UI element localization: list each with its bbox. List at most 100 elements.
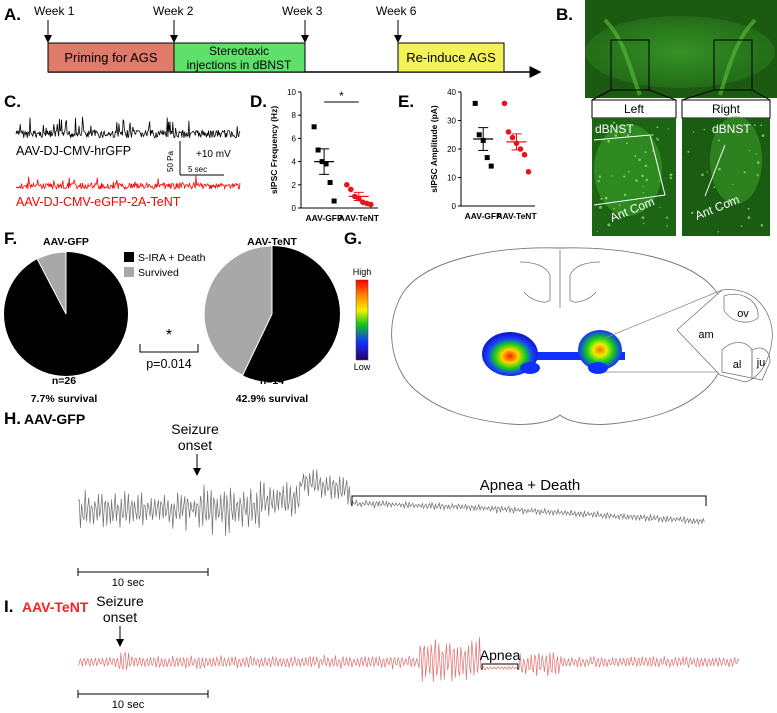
speckle [655,137,658,140]
speckle [666,225,668,227]
amplitude-point-tent [501,100,508,107]
significance-bracket [139,344,199,353]
speckle [613,207,615,210]
amplitude-point-gfp [472,100,478,106]
ventricle-left [519,261,551,303]
left-dbnst-label: dBNST [595,122,634,136]
frequency-point-tent [348,186,354,193]
speckle [740,225,743,228]
left-inset-box [610,39,650,91]
legend-label-death: S-IRA + Death [138,252,206,264]
gfp-pie [4,251,128,376]
tent-n-label: n=14 [260,375,284,387]
histology-overview-tract-left [603,18,642,96]
left-expression-area [594,124,662,216]
amplitude-y-tick-label: 30 [447,117,456,126]
frequency-x-label-tent: AAV-TeNT [339,213,380,223]
heat-spot-lower-left [520,362,540,374]
colorbar-low-label: Low [354,362,371,372]
speckle [612,121,616,125]
speckle [600,197,603,200]
ipsc-traces: AAV-DJ-CMV-hrGFP AAV-DJ-CMV-eGFP-2A-TeNT… [15,116,241,209]
i-seizure-label-2: onset [103,609,137,625]
region-al-label: al [733,359,742,371]
speckle [761,134,765,138]
speckle [718,139,721,142]
region-ju-label: ju [756,357,766,369]
panel-letter-h: H. [4,409,21,428]
left-inset-connector-2 [648,89,677,101]
amplitude-point-tent [517,146,524,152]
amplitude-y-axis-label: sIPSC Amplitude (pA) [429,105,439,193]
colorbar-high-label: High [353,267,372,277]
gfp-n-label: n=26 [52,375,76,387]
i-apnea-label: Apnea [480,647,521,663]
speckle [749,150,751,152]
heat-colorbar [355,279,369,361]
speckle [599,205,602,209]
panel-letter-d: D. [250,92,267,111]
phase-priming-label: Priming for AGS [64,50,158,65]
tent-survival-label: 42.9% survival [236,393,308,405]
amplitude-point-gfp [488,163,494,169]
gfp-respiration-trace [77,469,705,537]
right-histology-image [682,118,770,236]
legend-label-survived: Survived [138,267,179,279]
speckle [659,207,661,209]
tent-trace-label: AAV-DJ-CMV-eGFP-2A-TeNT [16,195,181,209]
right-image-label: Right [712,102,741,116]
speckle [760,124,763,127]
right-inset-connector-2 [751,89,771,101]
pie-p-value: p=0.014 [146,357,192,371]
left-inset-connector-1 [591,89,612,101]
speckle [732,183,734,185]
frequency-point-gfp [315,147,321,153]
phase-stereotaxic-box [173,42,306,73]
timeline: Priming for AGS Stereotaxic injections i… [34,4,542,78]
amplitude-point-gfp [476,132,482,138]
amplitude-y-tick-label: 20 [447,145,456,154]
left-dbnst-outline [593,134,666,206]
speckle [611,175,614,177]
histology-panel: Left Right dBNST dBNST Ant Com Ant Com [585,0,777,236]
speckle [760,224,764,227]
amplitude-point-tent [509,134,516,141]
speckle [687,150,690,153]
frequency-significance-star: * [339,89,344,103]
speckle [607,139,611,143]
frequency-y-tick-label: 10 [287,88,296,97]
panel-letter-c: C. [4,92,21,111]
week6-label: Week 6 [376,4,417,18]
speckle [669,176,673,180]
speckle [747,207,750,210]
amplitude-point-tent [505,129,512,135]
legend-swatch-survived [124,267,134,277]
speckle [634,155,637,157]
frequency-chart: sIPSC Frequency (Hz) * AAV-GFP AAV-TeNT … [269,88,380,223]
amplitude-y-tick-label: 40 [447,88,456,97]
speckle [623,193,627,197]
amplitude-x-label-gfp: AAV-GFP [465,211,502,221]
speckle [641,216,645,220]
speckle [644,151,647,154]
speckle [597,179,600,183]
speckle [671,173,673,176]
frequency-point-gfp [331,198,337,204]
bnst-schematic [676,289,773,383]
speckle [607,223,611,227]
scale-bar-x-label: 5 sec [188,165,207,174]
speckle [642,222,645,225]
speckle [720,207,723,209]
speckle [665,216,669,219]
speckle [638,158,641,161]
bnst-ov-outline [723,293,759,323]
h-seizure-label-1: Seizure [171,421,219,437]
amplitude-x-label-tent: AAV-TeNT [496,211,537,221]
speckle [604,196,608,200]
speckle [641,174,644,178]
speckle [717,231,720,233]
frequency-point-gfp [311,124,317,130]
amplitude-y-tick-label: 10 [447,174,456,183]
speckle [703,128,706,131]
